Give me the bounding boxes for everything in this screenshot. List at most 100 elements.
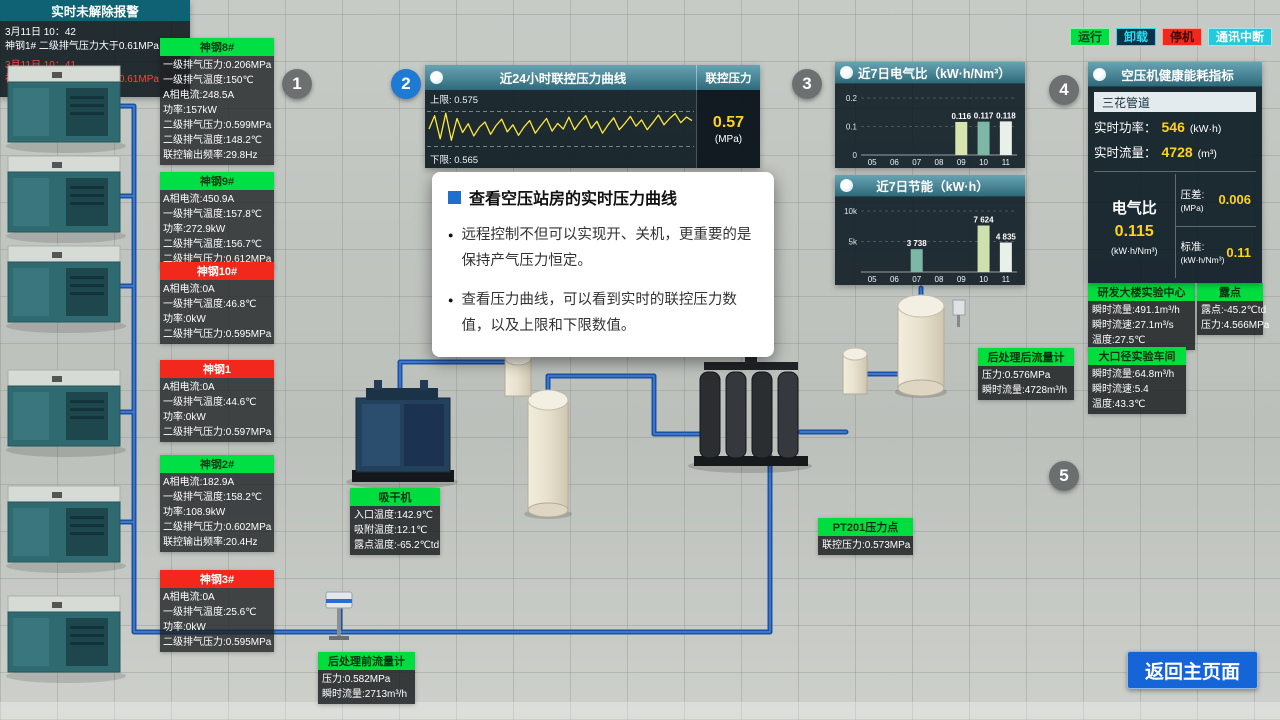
machine-metric: 一级排气温度:158.2℃ [163,492,263,503]
machine-metric: 功率:0kW [163,314,206,325]
pressure-diff-cell: 压差: (MPa) 0.006 [1176,174,1257,226]
svg-text:10k: 10k [844,207,858,216]
gauge-icon [1093,67,1106,81]
svg-text:5k: 5k [849,238,858,247]
step-3-badge[interactable]: 3 [792,69,822,99]
chart-icon [840,66,853,79]
alarm-time: 3月11日 10：42 [5,27,76,38]
svg-text:06: 06 [890,158,899,167]
step-5-badge[interactable]: 5 [1049,461,1079,491]
bar [955,121,968,155]
tooltip-header: 查看空压站房的实时压力曲线 [448,185,758,209]
sensor-title: PT201压力点 [818,518,913,536]
lower-limit-label: 下限: 0.565 [430,155,479,166]
realtime-power-label: 实时功率： [1094,121,1157,135]
alarm-text: 神钢1# 二级排气压力大于0.61MPa [5,41,159,52]
electric-ratio-value: 0.115 [1114,222,1154,240]
machine-metric: A相电流:248.5A [163,90,235,101]
compressor-row [6,65,126,683]
compressor-unit [6,245,126,333]
status-button-1[interactable]: 运行 [1069,28,1110,46]
machine-metric: 一级排气温度:25.6℃ [163,607,257,618]
health-metrics-panel: 空压机健康能耗指标 三花管道 实时功率： 546 (kW·h) 实时流量： 47… [1088,62,1262,283]
machine-metric: 二级排气温度:156.7℃ [163,239,263,250]
svg-text:10: 10 [979,158,988,167]
machine-name: 神钢1 [160,360,274,378]
machine-metric: 一级排气温度:46.8℃ [163,299,257,310]
pipeline-selector[interactable]: 三花管道 [1094,92,1256,112]
compressor-unit [6,65,126,153]
svg-text:11: 11 [1002,275,1011,284]
svg-text:0.2: 0.2 [846,94,858,103]
electric-ratio-block: 电气比 0.115 (kW·h/Nm³) [1094,174,1175,278]
realtime-flow-unit: (m³) [1197,148,1217,160]
upper-limit-label: 上限: 0.575 [430,95,479,106]
pressure-diff-label: 压差: [1180,188,1205,201]
sensor-metric: 压力:0.582MPa [322,674,391,685]
status-button-4[interactable]: 通讯中断 [1207,28,1272,46]
floor-strip [0,702,1280,720]
svg-text:0.116: 0.116 [951,112,971,121]
linked-pressure-value: 0.57 [712,113,745,131]
pressure-trend-title: 近24小时联控压力曲线 [499,72,627,86]
machine-metric: 二级排气压力:0.612MPa [163,254,272,265]
machine-metric: 二级排气压力:0.595MPa [163,637,272,648]
machine-metric: 一级排气温度:150℃ [163,75,254,86]
svg-text:09: 09 [957,275,966,284]
machine-metric: 二级排气压力:0.602MPa [163,522,272,533]
alarm-panel-title: 实时未解除报警 [0,0,190,21]
pipe-network [115,103,924,635]
standard-cell: 标准: (kW·h/Nm³) 0.11 [1175,225,1256,279]
step-4-badge[interactable]: 4 [1049,75,1079,105]
sensor-metric: 入口温度:142.9℃ [354,510,434,521]
sensor-metric: 温度:27.5℃ [1092,335,1146,346]
sensor-title: 后处理后流量计 [978,348,1074,366]
machine-metric: 功率:157kW [163,105,217,116]
machine-metric: 二级排气压力:0.595MPa [163,329,272,340]
svg-text:11: 11 [1002,158,1011,167]
tooltip-bullet-text: 远程控制不但可以实现开、关机，更重要的是保持产气压力恒定。 [461,227,752,269]
blue-square-icon [448,190,461,204]
svg-text:07: 07 [912,275,921,284]
clock-icon [430,71,443,84]
machine-name: 神钢10# [160,262,274,280]
svg-text:09: 09 [957,158,966,167]
machine-metric: 二级排气温度:148.2℃ [163,135,263,146]
machine-name: 神钢9# [160,172,274,190]
compressor-unit [6,485,126,573]
sensor-metric: 瞬时流速:5.4 [1092,384,1149,395]
sensor-metric: 露点温度:-65.2℃td [354,540,440,551]
sensor-metric: 压力:0.576MPa [982,370,1051,381]
status-button-3[interactable]: 停机 [1161,28,1202,46]
machine-metric: 二级排气压力:0.599MPa [163,120,272,131]
status-bar: 运行卸载停机通讯中断 [1069,28,1272,46]
dew-point-sensor [952,299,966,327]
standard-unit: (kW·h/Nm³) [1180,255,1225,266]
sensor-metric: 温度:43.3℃ [1092,399,1146,410]
svg-text:08: 08 [935,275,944,284]
status-button-2[interactable]: 卸载 [1115,28,1156,46]
step-1-badge[interactable]: 1 [282,69,312,99]
machine-metric: 联控输出频率:20.4Hz [163,537,258,548]
filter-skid [688,352,812,473]
back-to-main-button[interactable]: 返回主页面 [1127,651,1258,689]
step-2-badge[interactable]: 2 [391,69,421,99]
sensor-title: 露点 [1197,283,1263,301]
machine-metric: 功率:0kW [163,412,206,423]
bar [999,242,1012,272]
machine-metric: 一级排气温度:44.6℃ [163,397,257,408]
linked-pressure-readout: 0.57 (MPa) [696,90,760,168]
compressor-unit [6,369,126,457]
